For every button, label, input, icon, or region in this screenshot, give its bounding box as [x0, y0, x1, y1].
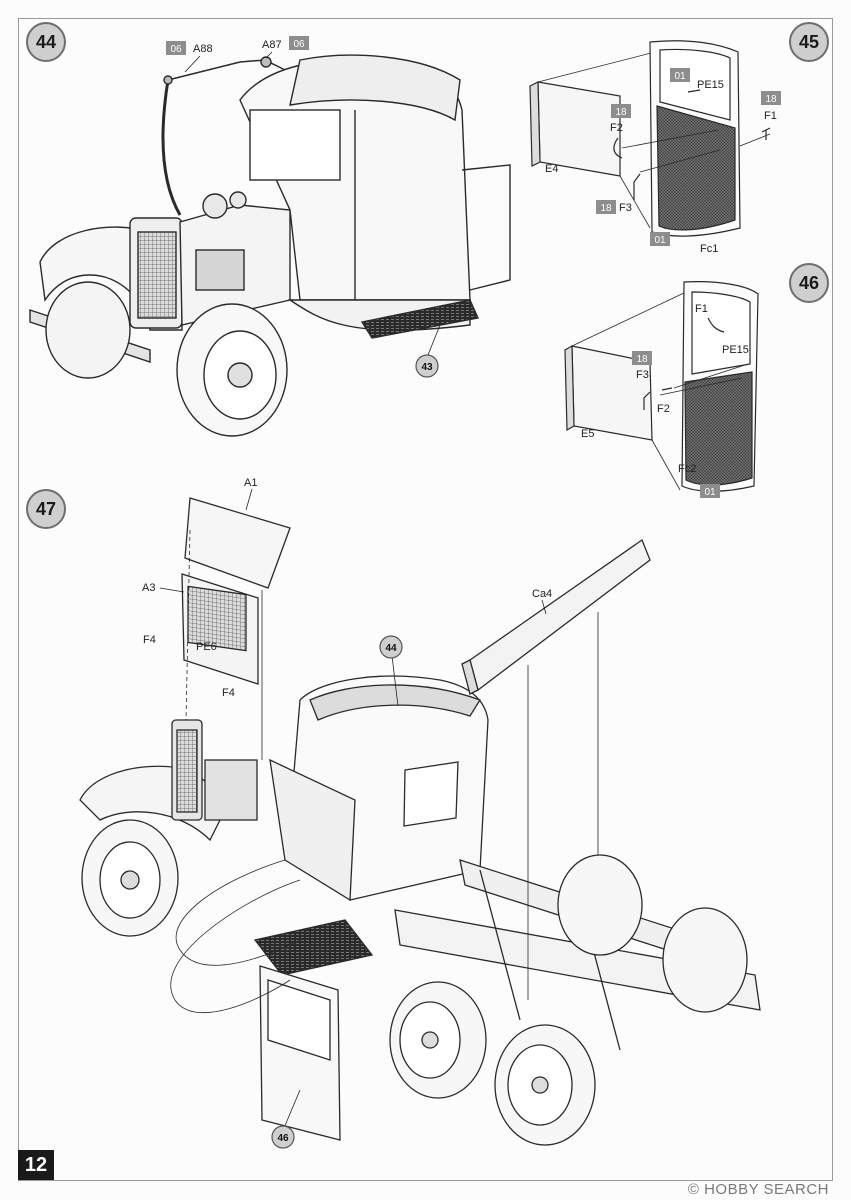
step-badge-44: 44	[26, 22, 66, 62]
step-44-assembly	[29, 54, 511, 437]
color-chip	[611, 104, 631, 118]
page-number: 12	[18, 1150, 54, 1180]
color-code-06: 06	[170, 44, 182, 55]
color-chip	[761, 91, 781, 105]
part-label-pe15: PE15	[722, 344, 749, 356]
callout-46: 46	[277, 1133, 289, 1144]
part-label-a3: A3	[142, 582, 155, 594]
part-label-f1: F1	[695, 303, 708, 315]
step-45-assembly	[529, 40, 771, 237]
color-code-18: 18	[636, 354, 648, 365]
color-code-18: 18	[615, 107, 627, 118]
color-chip	[289, 36, 309, 50]
watermark: © HOBBY SEARCH	[687, 1181, 829, 1198]
color-chip	[632, 351, 652, 365]
step-47-assembly	[79, 497, 761, 1146]
part-label-f2: F2	[610, 122, 623, 134]
part-label-fc2: Fc2	[678, 463, 696, 475]
part-label-pe15: PE15	[697, 79, 724, 91]
step-badge-45: 45	[789, 22, 829, 62]
part-label-f3: F3	[619, 202, 632, 214]
part-label-f1: F1	[764, 110, 777, 122]
part-label-f4: F4	[143, 634, 156, 646]
part-label-f3: F3	[636, 369, 649, 381]
callout-43: 43	[421, 362, 433, 373]
part-label-a88: A88	[193, 43, 213, 55]
step-badge-46: 46	[789, 263, 829, 303]
color-chip	[650, 232, 670, 246]
color-chip	[700, 484, 720, 498]
color-code-18: 18	[765, 94, 777, 105]
part-label-e5: E5	[581, 428, 594, 440]
color-code-01: 01	[674, 71, 686, 82]
color-code-18: 18	[600, 203, 612, 214]
callout-44: 44	[385, 643, 397, 654]
callout-circle	[271, 1125, 295, 1149]
part-label-a1: A1	[244, 477, 257, 489]
color-code-01: 01	[654, 235, 666, 246]
step-46-assembly	[564, 281, 759, 492]
color-chip	[670, 68, 690, 82]
color-chip	[596, 200, 616, 214]
part-label-e4: E4	[545, 163, 558, 175]
part-label-fc1: Fc1	[700, 243, 718, 255]
color-code-06: 06	[293, 39, 305, 50]
color-code-01: 01	[704, 487, 716, 498]
part-label-f4: F4	[222, 687, 235, 699]
callout-circle	[415, 354, 439, 378]
part-label-a87: A87	[262, 39, 282, 51]
part-label-pe6: PE6	[196, 641, 217, 653]
color-chip	[166, 41, 186, 55]
part-label-f2: F2	[657, 403, 670, 415]
callout-circle	[379, 635, 403, 659]
page-frame	[18, 18, 833, 1181]
part-label-ca4: Ca4	[532, 588, 552, 600]
step-badge-47: 47	[26, 489, 66, 529]
